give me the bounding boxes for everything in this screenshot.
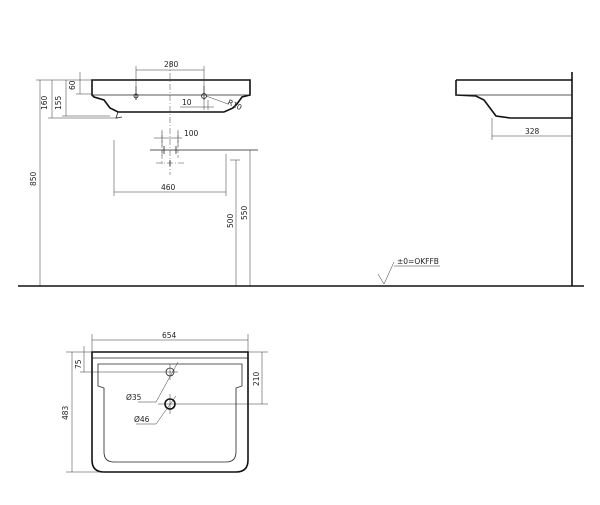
dim-label-850: 850: [29, 171, 38, 186]
drain-hole-leader: [155, 395, 177, 425]
dim-label-60: 60: [68, 80, 77, 90]
tap-hole-right-marker: [201, 86, 207, 100]
tap-hole: [162, 364, 178, 380]
dim-label-654: 654: [162, 331, 177, 340]
drain-hole-label: Ø46: [134, 415, 150, 424]
dim-label-10: 10: [182, 98, 192, 107]
dim-label-100: 100: [184, 129, 199, 138]
tap-hole-leader: [155, 361, 179, 403]
dim-label-280: 280: [164, 60, 179, 69]
floor-reference-label: ±0=OKFFB: [397, 257, 439, 266]
plan-view: 654 483 75 210 Ø35 Ø46: [61, 331, 268, 473]
side-profile-view: 328: [455, 72, 573, 286]
basin-bowl-outline: [97, 363, 243, 463]
dim-label-75: 75: [74, 359, 83, 369]
basin-bottom-edge: [115, 111, 123, 119]
dim-label-210: 210: [252, 371, 261, 386]
basin-plan-outline: [91, 351, 249, 473]
dim-label-460: 460: [161, 183, 176, 192]
basin-profile-outline: [455, 79, 572, 119]
basin-front-outline: [91, 79, 251, 113]
dim-label-483: 483: [61, 405, 70, 420]
radius-leader: [205, 95, 229, 105]
dim-label-328: 328: [525, 127, 540, 136]
dim-label-155: 155: [54, 95, 63, 110]
dim-label-550: 550: [240, 205, 249, 220]
front-elevation-view: 280 160 155 60 10 R10: [29, 60, 258, 286]
waste-outlet: [150, 130, 258, 166]
floor-reference-mark: ±0=OKFFB: [377, 257, 440, 285]
tap-hole-label: Ø35: [126, 393, 142, 402]
dim-label-500: 500: [226, 213, 235, 228]
dim-label-160: 160: [40, 95, 49, 110]
tap-hole-left-marker: [133, 86, 139, 100]
